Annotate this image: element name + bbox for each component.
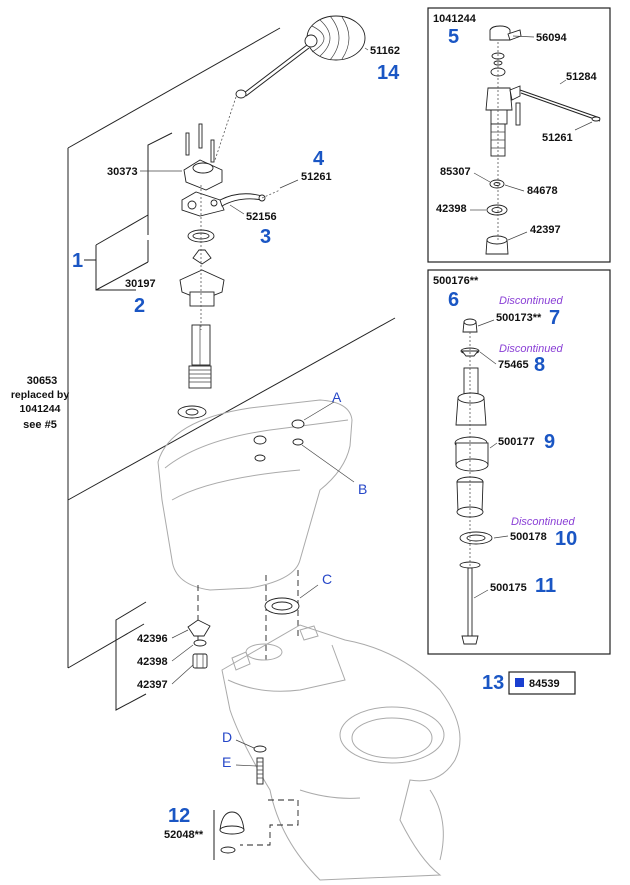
exploded-view-frame [67, 27, 396, 669]
part-42396-label: 42396 [137, 633, 168, 645]
kit-1041244-panel [427, 7, 611, 263]
part-30653-label: 30653 [27, 375, 58, 387]
part-42398-box-label: 42398 [436, 203, 467, 215]
part-51162-label: 51162 [370, 45, 400, 57]
toilet-tank [157, 399, 353, 591]
part-30653-replacement: 1041244 [20, 403, 61, 415]
discontinued-note-8: Discontinued [499, 343, 563, 355]
callout-2: 2 [134, 295, 145, 317]
part-500173-label: 500173** [496, 312, 542, 324]
part-42397-label: 42397 [137, 679, 168, 691]
callout-9: 9 [544, 431, 555, 453]
callout-3: 3 [260, 226, 271, 248]
part-42397-box-label: 42397 [530, 224, 561, 236]
discontinued-note-7: Discontinued [499, 295, 563, 307]
letter-c: C [322, 571, 332, 587]
part-85307-label: 85307 [440, 166, 471, 178]
callout-1: 1 [72, 250, 83, 272]
part-51261-box-label: 51261 [542, 132, 573, 144]
kit-500176-title: 500176** [433, 275, 479, 287]
swatch-icon [515, 678, 524, 687]
part-42398-label: 42398 [137, 656, 168, 668]
part-30373-label: 30373 [107, 166, 138, 178]
float-ball [214, 15, 366, 161]
flush-valve-kit [454, 318, 493, 645]
callout-5: 5 [448, 26, 459, 48]
part-84539-label: 84539 [529, 678, 560, 690]
part-84539-box [508, 671, 576, 695]
toilet-bowl [221, 624, 461, 881]
part-51261-label: 51261 [301, 171, 332, 183]
float-rod [243, 44, 308, 94]
part-84678-label: 84678 [527, 185, 558, 197]
part-30197-label: 30197 [125, 278, 156, 290]
letter-a: A [332, 389, 342, 405]
callout-11: 11 [535, 575, 556, 597]
part-500175-label: 500175 [490, 582, 527, 594]
letter-d: D [222, 729, 232, 745]
part-75465-label: 75465 [498, 359, 529, 371]
bolt-cap-kit [213, 799, 299, 860]
callout-14: 14 [377, 62, 400, 84]
letter-b: B [358, 481, 367, 497]
part-52156-label: 52156 [246, 211, 277, 223]
kit-1041244-title: 1041244 [433, 13, 477, 25]
callout-12: 12 [168, 805, 190, 827]
part-52048-label: 52048** [164, 829, 204, 841]
part-56094-label: 56094 [536, 32, 567, 44]
part-500178-label: 500178 [510, 531, 547, 543]
callout-7: 7 [549, 307, 560, 329]
bracket-1 [84, 132, 173, 291]
part-500177-label: 500177 [498, 436, 535, 448]
rod-nut [235, 89, 247, 99]
kit-500176-panel [427, 269, 611, 655]
part-51284-label: 51284 [566, 71, 597, 83]
bracket-42396 [115, 601, 147, 711]
fill-valve-assembly [177, 123, 281, 419]
letter-e: E [222, 754, 231, 770]
part-30653-see: see #5 [23, 419, 57, 431]
callout-10: 10 [555, 528, 577, 550]
discontinued-note-10: Discontinued [511, 516, 575, 528]
callout-4: 4 [313, 148, 325, 170]
tank-bolt-hardware [187, 619, 211, 669]
callout-13: 13 [482, 672, 504, 694]
callout-6: 6 [448, 289, 459, 311]
callout-8: 8 [534, 354, 545, 376]
cap-bolt [256, 757, 264, 785]
cap-washer [253, 745, 267, 753]
part-30653-note: replaced by [11, 389, 70, 401]
